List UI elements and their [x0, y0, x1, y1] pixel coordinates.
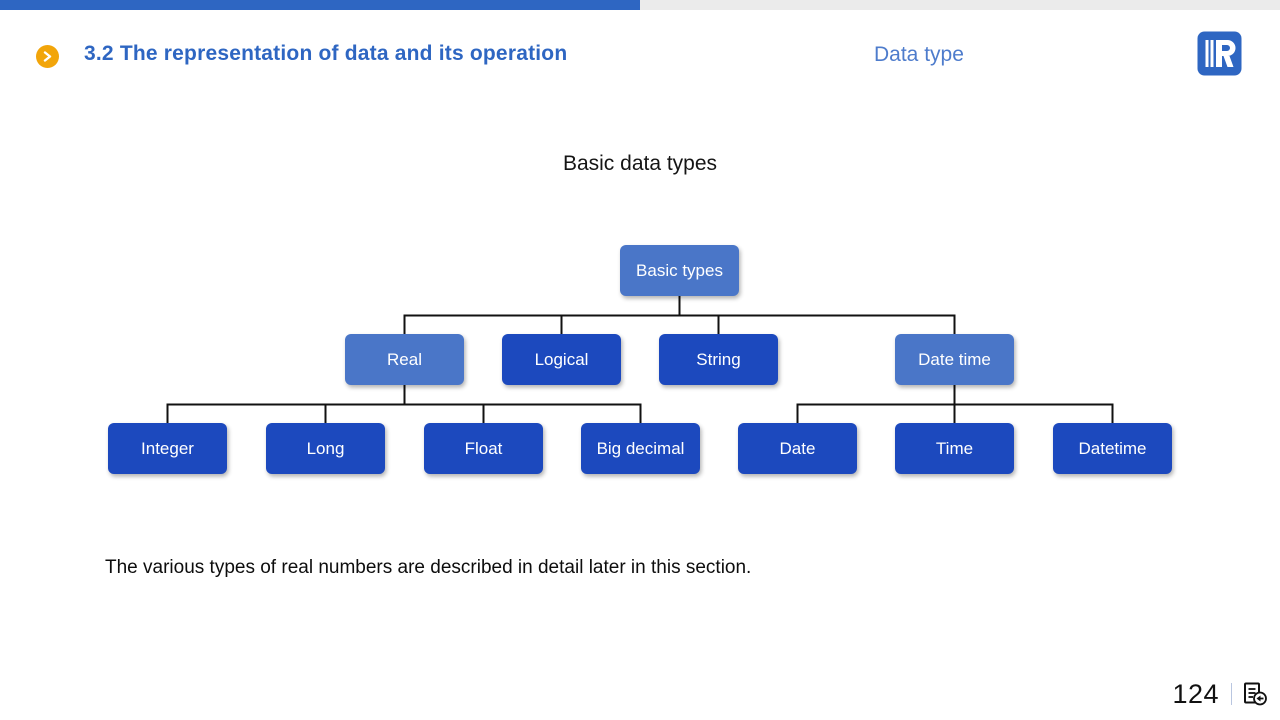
tree-node-datetime: Datetime	[1053, 423, 1172, 474]
tree-node-long: Long	[266, 423, 385, 474]
slide-title: Basic data types	[562, 152, 718, 175]
tree-node-basic-types: Basic types	[620, 245, 739, 296]
tree-node-integer: Integer	[108, 423, 227, 474]
page-number: 124	[1172, 678, 1219, 709]
tree-node-real: Real	[345, 334, 464, 385]
tree-node-big-decimal: Big decimal	[581, 423, 700, 474]
top-accent-bar	[0, 0, 640, 10]
tree-node-date: Date	[738, 423, 857, 474]
tree-node-float: Float	[424, 423, 543, 474]
tree-node-string: String	[659, 334, 778, 385]
top-gray-bar	[640, 0, 1280, 10]
topic-label: Data type	[874, 43, 964, 66]
footer: 124	[1172, 678, 1268, 710]
footer-divider	[1231, 683, 1232, 705]
tree-node-time: Time	[895, 423, 1014, 474]
tree-node-date-time: Date time	[895, 334, 1014, 385]
tree-node-logical: Logical	[502, 334, 621, 385]
section-title: 3.2 The representation of data and its o…	[84, 42, 568, 65]
chevron-right-icon	[43, 51, 52, 62]
section-bullet	[36, 45, 59, 68]
slide-note: The various types of real numbers are de…	[105, 557, 752, 578]
document-return-icon[interactable]	[1242, 681, 1268, 707]
brand-logo-icon	[1197, 31, 1242, 76]
